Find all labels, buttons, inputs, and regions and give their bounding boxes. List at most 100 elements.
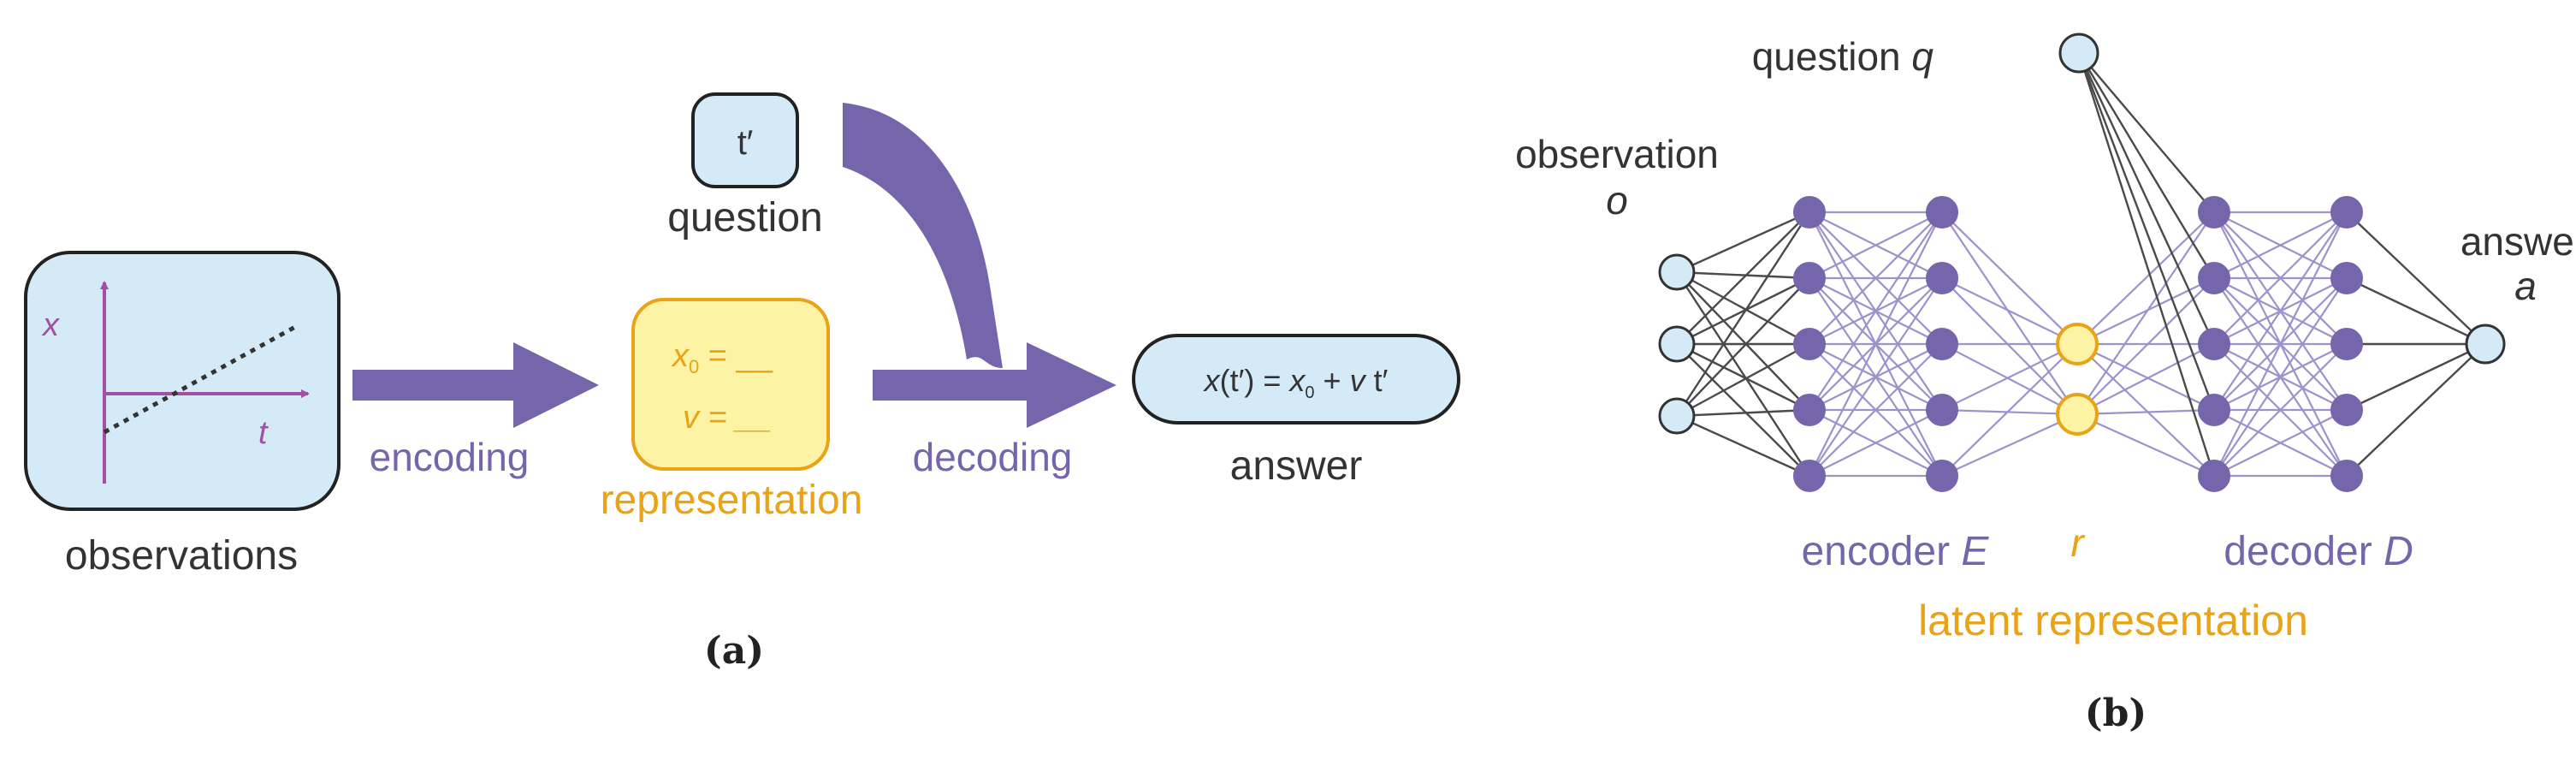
- panel-a: x t observations encoding t′ question x0…: [24, 92, 1460, 673]
- network-edge: [1676, 277, 1810, 417]
- encoding-label: encoding: [370, 435, 530, 479]
- latent-var: r: [2070, 520, 2085, 565]
- question-label: question: [667, 195, 822, 240]
- observation-label: observation: [1515, 132, 1719, 176]
- network-edge: [1809, 211, 1943, 411]
- network-edge: [1941, 343, 2078, 415]
- enc2-node: [1926, 460, 1958, 492]
- dec1-node: [2198, 262, 2230, 294]
- network-edge: [2076, 277, 2215, 345]
- panel-a-caption: (a): [704, 629, 764, 673]
- question-edge: [2077, 52, 2216, 477]
- network-edge: [2213, 277, 2348, 477]
- network-edge: [1941, 413, 2078, 478]
- latent-node: [2056, 393, 2099, 436]
- network-edge: [1941, 277, 2078, 415]
- network-edge: [2076, 343, 2215, 415]
- enc1-node: [1793, 460, 1826, 492]
- network-edge: [1675, 211, 1811, 417]
- encoding-arrow: [352, 342, 599, 428]
- network-edge: [2076, 211, 2215, 415]
- network-edge: [1809, 211, 1943, 345]
- network-edge: [1676, 342, 1810, 412]
- decoding-label: decoding: [913, 435, 1073, 479]
- network-edge: [1809, 211, 1943, 279]
- network-edge: [1941, 211, 2078, 345]
- encoder-label: encoder E: [1802, 529, 1990, 574]
- network-edge: [1941, 211, 2078, 415]
- input-node: [1658, 397, 1696, 435]
- enc1-node: [1793, 262, 1826, 294]
- network-edge: [2076, 343, 2215, 477]
- network-edge: [2346, 342, 2486, 412]
- network-edge: [2213, 211, 2348, 279]
- network-edge: [1941, 277, 2078, 345]
- observation-var: o: [1606, 178, 1628, 223]
- question-q-label: question q: [1752, 34, 1934, 79]
- network-edge: [2346, 211, 2486, 345]
- network-edge: [2213, 211, 2348, 411]
- network-edge: [1676, 408, 1810, 418]
- network-edge: [2213, 211, 2348, 345]
- question-curved-arrow: [843, 103, 1003, 368]
- answer-equation: x(t′) = x0 + v t′: [1203, 363, 1389, 402]
- network-edge: [1676, 270, 1810, 280]
- observations-box: [24, 251, 341, 511]
- network-edge: [1941, 408, 2078, 416]
- network-edge: [1676, 276, 1810, 346]
- x-axis-label: x: [41, 307, 61, 343]
- network-edge: [2213, 409, 2348, 477]
- question-box: [691, 92, 799, 188]
- dec2-node: [2330, 394, 2363, 426]
- input-node: [1658, 253, 1696, 291]
- enc2-node: [1926, 394, 1958, 426]
- network-edge: [1941, 343, 2078, 477]
- question-edge: [2077, 52, 2216, 279]
- representation-v-line: v = __: [683, 400, 773, 436]
- network-edge: [2076, 211, 2215, 345]
- question-edge: [2077, 52, 2216, 411]
- decoder-label: decoder D: [2224, 529, 2413, 574]
- question-box-text: t′: [737, 124, 754, 162]
- network-edge: [1676, 270, 1810, 346]
- input-node: [1658, 325, 1696, 363]
- answer-label: answer: [1230, 443, 1363, 489]
- answer-box: [1132, 334, 1460, 425]
- question-node: [2058, 33, 2099, 74]
- network-edge: [1676, 211, 1810, 274]
- dec2-node: [2330, 460, 2363, 492]
- panel-b-caption: (b): [2085, 692, 2147, 735]
- network-edge: [1809, 277, 1943, 477]
- network-edge: [2346, 276, 2486, 346]
- t-axis-label: t: [258, 415, 269, 451]
- representation-box: [631, 298, 830, 471]
- representation-x0-line: x0 = __: [671, 338, 773, 377]
- answer-var: a: [2514, 264, 2537, 308]
- network-edges: [1675, 52, 2486, 478]
- network-edge: [2076, 413, 2215, 478]
- observations-label: observations: [65, 533, 298, 579]
- network-nodes: [1658, 33, 2506, 492]
- network-edge: [2076, 408, 2215, 416]
- latent-node: [2056, 323, 2099, 365]
- representation-label: representation: [601, 478, 863, 523]
- dec2-node: [2330, 196, 2363, 229]
- enc2-node: [1926, 328, 1958, 360]
- network-edge: [1809, 343, 1943, 477]
- network-edge: [2076, 277, 2215, 415]
- question-edge: [2078, 52, 2215, 213]
- network-edge: [2076, 343, 2215, 411]
- answer-b-label: answer: [2461, 219, 2576, 264]
- network-edge: [1676, 343, 1810, 477]
- network-edge: [2346, 343, 2486, 477]
- network-edge: [1809, 211, 1943, 477]
- dec1-node: [2198, 328, 2230, 360]
- network-edge: [1676, 211, 1810, 345]
- latent-representation-label: latent representation: [1918, 597, 2308, 644]
- decoding-arrow: [873, 342, 1116, 428]
- question-edge: [2077, 52, 2216, 345]
- network-edge: [1675, 271, 1811, 477]
- enc2-node: [1926, 196, 1958, 229]
- panel-b: question q observation o answer a encode…: [1515, 33, 2576, 735]
